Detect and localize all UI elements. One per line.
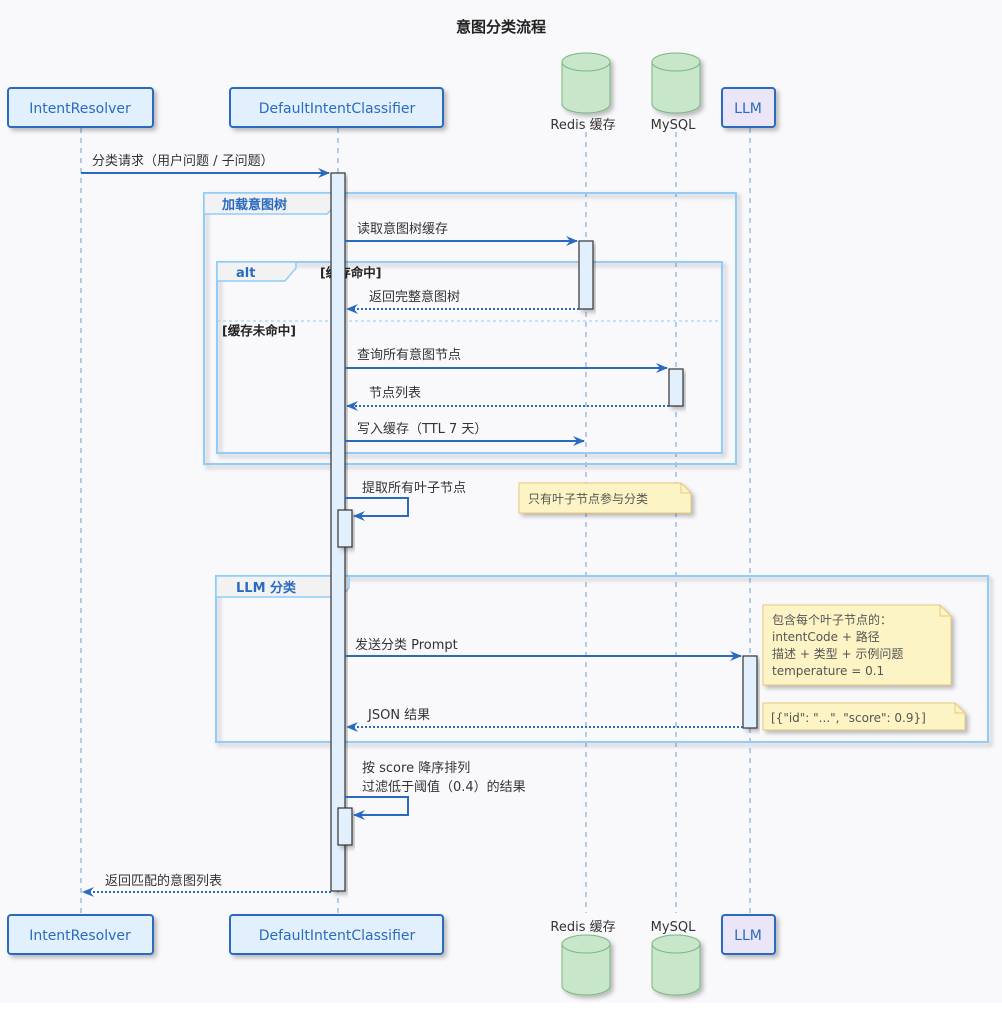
database-icon: [651, 52, 701, 114]
participant-label: LLM: [734, 928, 762, 944]
frame-label: alt: [236, 266, 255, 281]
participant-resolver-top[interactable]: IntentResolver: [7, 87, 154, 128]
message-labels: 分类请求（用户问题 / 子问题） 读取意图树缓存 返回完整意图树 查询所有意图节…: [92, 153, 526, 889]
note-text: 描述 + 类型 + 示例问题: [772, 647, 903, 661]
lifelines: [80, 128, 751, 913]
note-text: 只有叶子节点参与分类: [528, 491, 648, 506]
activation-redis: [578, 240, 594, 310]
database-label: MySQL: [651, 920, 696, 935]
participant-classifier-top[interactable]: DefaultIntentClassifier: [229, 87, 444, 128]
note-text: [{"id": "...", "score": 0.9}]: [771, 711, 926, 725]
message-label: 分类请求（用户问题 / 子问题）: [92, 153, 274, 169]
message-label: JSON 结果: [367, 708, 430, 723]
note-text: intentCode + 路径: [772, 629, 880, 644]
participant-label: DefaultIntentClassifier: [259, 101, 416, 117]
database-label: MySQL: [651, 118, 696, 133]
note-prompt-content: 包含每个叶子节点的： intentCode + 路径 描述 + 类型 + 示例问…: [762, 604, 952, 686]
note-leaf-only: 只有叶子节点参与分类: [518, 482, 692, 514]
frame-label: 加载意图树: [221, 197, 287, 213]
message-label: 提取所有叶子节点: [362, 480, 466, 496]
participant-label: IntentResolver: [29, 101, 131, 117]
message-label: 发送分类 Prompt: [355, 637, 458, 653]
diagram-title: 意图分类流程: [456, 18, 546, 36]
participant-classifier-bottom[interactable]: DefaultIntentClassifier: [229, 914, 444, 955]
message-label: 返回完整意图树: [369, 289, 460, 305]
diagram-canvas: 意图分类流程 IntentResolver DefaultIntentClass…: [7, 18, 989, 996]
activation-classifier-leaf: [337, 509, 353, 548]
database-mysql-top[interactable]: MySQL: [651, 52, 701, 133]
participant-label: DefaultIntentClassifier: [259, 928, 416, 944]
database-icon: [561, 52, 611, 114]
participant-llm-top[interactable]: LLM: [721, 87, 776, 128]
activations: [330, 172, 758, 892]
participant-label: LLM: [734, 101, 762, 117]
message-label: 读取意图树缓存: [357, 221, 448, 237]
participant-resolver-bottom[interactable]: IntentResolver: [7, 914, 154, 955]
message-label: 查询所有意图节点: [357, 347, 461, 363]
activation-llm: [742, 655, 758, 729]
note-text: 包含每个叶子节点的：: [772, 612, 892, 627]
message-label: 过滤低于阈值（0.4）的结果: [362, 779, 526, 795]
message-label: 写入缓存（TTL 7 天）: [357, 422, 487, 437]
alt-guard-hit: [缓存命中]: [320, 265, 381, 280]
frame-llm-classify: LLM 分类: [215, 575, 989, 743]
alt-guard-miss: [缓存未命中]: [222, 323, 296, 338]
frame-label: LLM 分类: [236, 580, 297, 596]
database-redis-top[interactable]: Redis 缓存: [550, 52, 616, 133]
database-label: Redis 缓存: [550, 118, 615, 133]
participant-label: IntentResolver: [29, 928, 131, 944]
database-icon: [651, 934, 701, 996]
message-label: 节点列表: [369, 386, 421, 401]
note-json-result: [{"id": "...", "score": 0.9}]: [762, 702, 966, 731]
database-redis-bottom[interactable]: Redis 缓存: [550, 920, 616, 996]
self-message-arrow: [345, 796, 409, 820]
database-icon: [561, 934, 611, 996]
database-mysql-bottom[interactable]: MySQL: [651, 920, 701, 996]
message-label: 按 score 降序排列: [362, 761, 470, 776]
activation-mysql: [668, 368, 684, 407]
activation-classifier-filter: [337, 807, 353, 846]
participant-llm-bottom[interactable]: LLM: [721, 914, 776, 955]
self-message-arrow: [345, 497, 409, 521]
messages: [81, 168, 743, 897]
note-text: temperature = 0.1: [772, 664, 884, 678]
database-label: Redis 缓存: [550, 920, 615, 935]
message-label: 返回匹配的意图列表: [105, 873, 222, 889]
sequence-diagram: 意图分类流程 IntentResolver DefaultIntentClass…: [7, 18, 989, 996]
